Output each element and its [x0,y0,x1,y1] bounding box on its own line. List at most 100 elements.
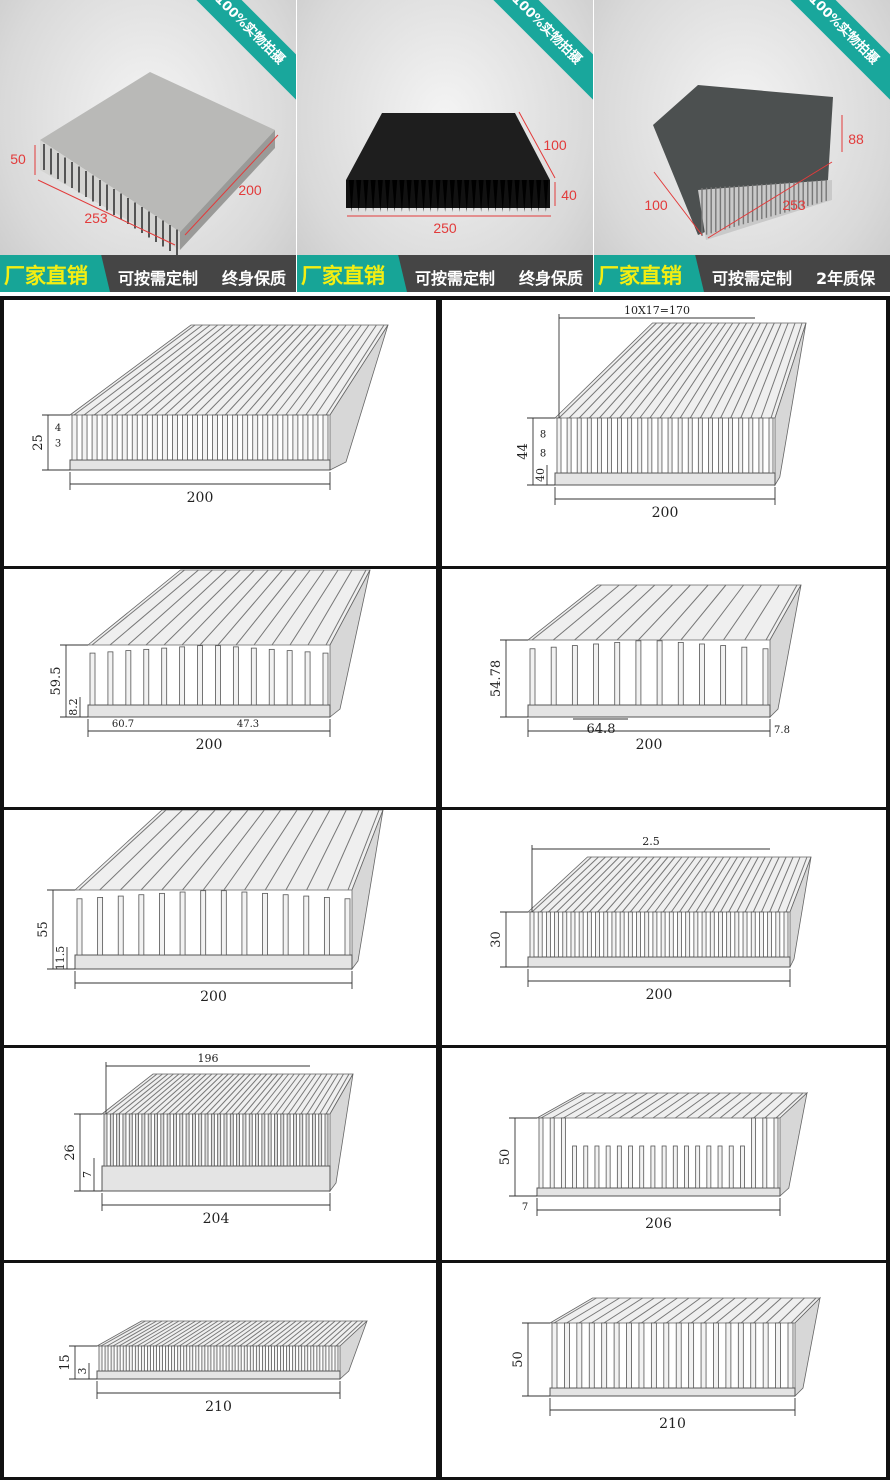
fin [660,911,666,958]
fin [783,911,789,958]
heatsink-top-face [40,72,275,232]
fin [650,1145,656,1189]
width-label: 206 [645,1216,672,1232]
fin-top-edge [605,856,655,913]
fin-top-edge [619,322,699,419]
fin [413,180,419,212]
height-dimension-line [47,889,75,970]
fin [242,1113,247,1167]
height-dimension-line [69,1345,97,1380]
fin-top-edge [174,324,271,416]
fin-top-edge [281,1320,314,1347]
fin-top-edge [191,1320,230,1347]
fin [695,1145,701,1189]
fin [292,414,299,461]
fin-top-edge [347,810,380,891]
fin-top-edge [568,322,664,419]
fin [231,1345,236,1372]
fin [556,417,562,474]
fin-top-edge [607,1092,648,1119]
fin [595,911,600,958]
fin [709,911,715,958]
banner-teal-tab [297,255,407,292]
fin-top-edge [740,1297,771,1324]
fin [200,890,207,956]
fin [560,1117,566,1189]
fin [647,417,653,474]
fin [578,911,584,958]
fin-top-edge [100,1320,146,1347]
fin [225,1345,230,1372]
fin-top-edge [154,324,256,416]
fin [377,180,383,212]
fin-top-edge [325,324,385,416]
fin-top-edge [235,569,297,646]
fin-top-edge [572,856,627,913]
fin [286,1113,291,1167]
fin [672,1145,678,1189]
fin-top-edge [164,324,264,416]
fin [117,895,124,956]
fin-top-edge [287,1320,319,1347]
fin [471,180,477,212]
fin [667,417,673,474]
fin [138,894,145,956]
fin-top-edge [99,810,183,891]
heatsink-base [536,1187,781,1197]
fin [564,1322,570,1389]
fin [201,1345,206,1372]
fin [603,911,609,958]
top-label: 196 [198,1052,219,1065]
fin-top-edge [641,1092,679,1119]
fin-top-edge [531,584,602,641]
fin [363,180,369,212]
fin-top-edge [212,1073,251,1115]
height-label: 59.5 [49,667,64,696]
width-dimension-line [74,971,353,989]
fin-top-edge [197,1320,236,1347]
fin-top-edge [193,1073,235,1115]
fin [198,1113,203,1167]
fin-top-edge [202,810,265,891]
fin-top-edge [613,856,662,913]
fin [725,1322,732,1389]
fin [370,180,376,212]
fin [261,1113,266,1167]
fin [613,1322,620,1389]
heatsink-side-face [769,584,802,718]
fin [740,1145,745,1189]
fin [385,180,390,212]
fin-top-edge [140,810,216,891]
fin-top-edge [629,856,676,913]
width-dimension-line [101,1193,331,1211]
fin [514,180,520,212]
fin-top-edge [109,569,199,646]
dimension-label: 88 [848,131,864,147]
top-dimension-line [558,314,755,418]
fin-top-edge [719,1092,752,1119]
fin-top-edge [181,1073,224,1115]
fin-top-edge [662,856,704,913]
fin-top-edge [227,1320,263,1347]
fin [406,180,412,212]
fin-top-edge [715,1297,748,1324]
fin-top-edge [588,856,641,913]
fin [627,911,633,958]
extra-dimension-label: 7.8 [774,725,790,736]
fin [493,180,498,212]
fin [131,414,138,461]
inner-label: 64.8 [587,722,616,737]
fin [787,1322,794,1389]
fin [775,911,781,958]
fin [312,414,319,461]
dimension-label: 100 [644,197,668,213]
fin-top-edge [760,322,796,419]
fin-top-edge [548,856,606,913]
fin-top-edge [215,1320,252,1347]
width-label: 200 [200,989,227,1005]
width-label: 200 [196,737,223,753]
heatsink-base [74,954,353,970]
fin [500,180,506,212]
